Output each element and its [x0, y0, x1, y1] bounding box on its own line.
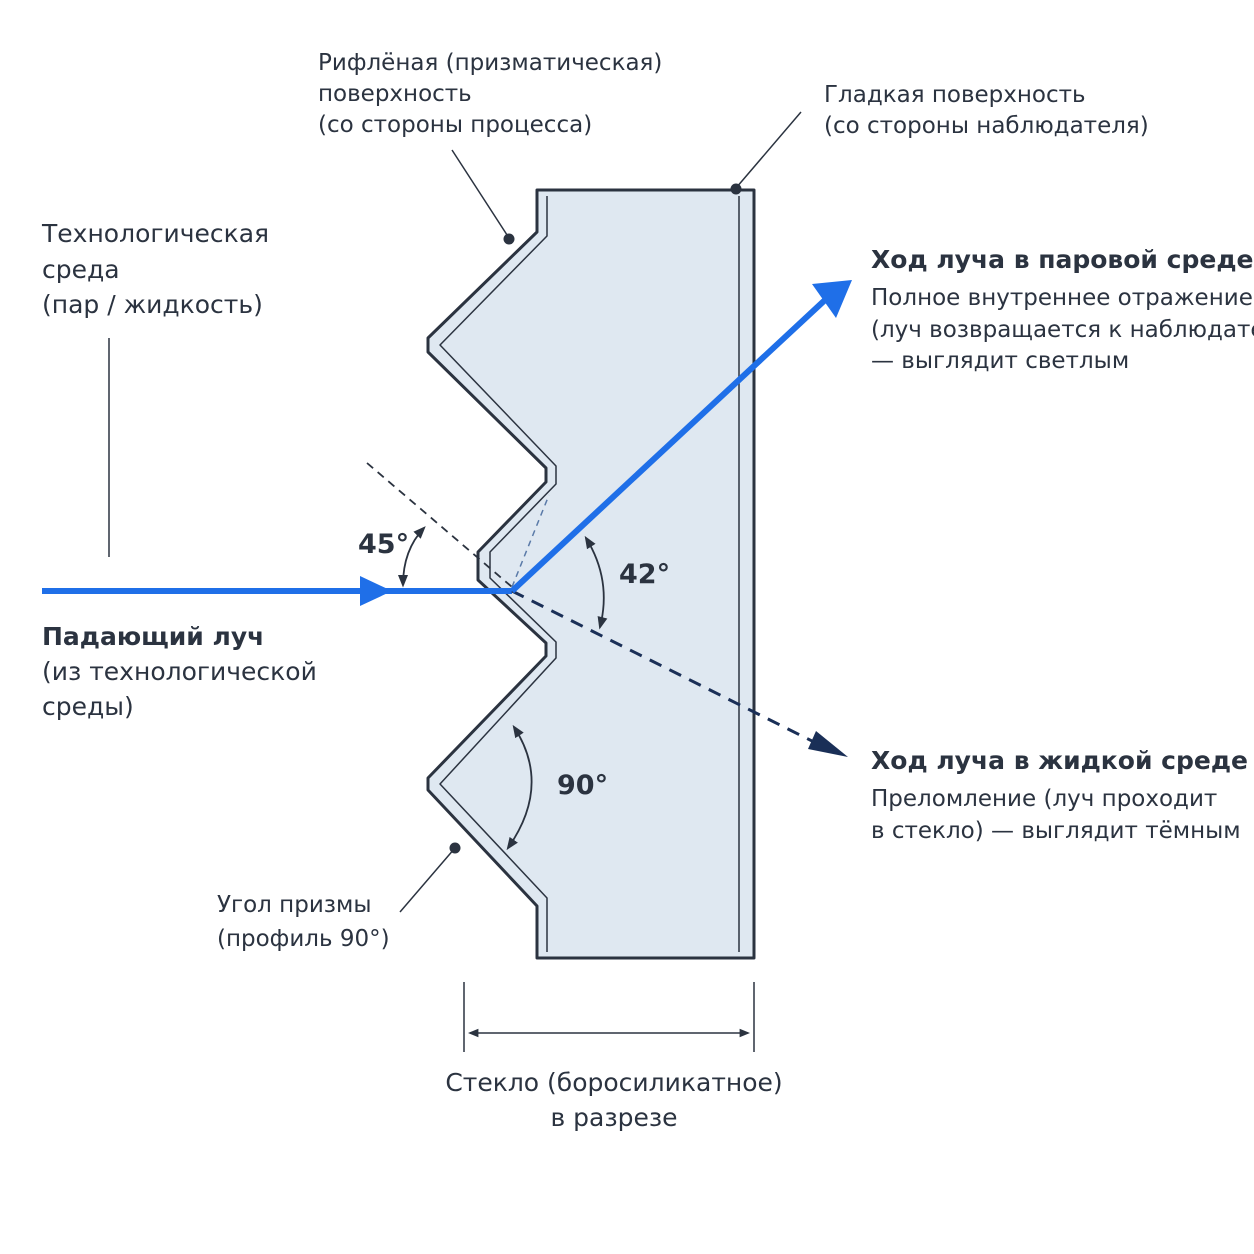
liquid-label: Ход луча в жидкой среде Преломление (луч…	[871, 746, 1248, 844]
facet-dashed-line	[511, 494, 550, 588]
vapor-ray-arrowhead	[812, 280, 852, 318]
svg-text:Гладкая поверхность: Гладкая поверхность	[824, 82, 1086, 108]
svg-text:Полное внутреннее отражение: Полное внутреннее отражение	[871, 285, 1253, 311]
incident-ray-label: Падающий луч (из технологической среды)	[42, 622, 317, 721]
svg-text:поверхность: поверхность	[318, 81, 472, 107]
svg-text:(со стороны процесса): (со стороны процесса)	[318, 112, 592, 138]
incident-ray-arrowhead	[360, 576, 392, 606]
glass-dimension: Стекло (боросиликатное) в разрезе	[445, 982, 783, 1132]
critical-angle-arc	[584, 535, 608, 630]
prism-angle-arc	[506, 724, 533, 851]
liquid-ray	[511, 589, 821, 747]
ribbed-surface-leader	[451, 149, 510, 239]
vapor-ray	[509, 297, 828, 594]
svg-text:Преломление (луч проходит: Преломление (луч проходит	[871, 786, 1217, 812]
smooth-surface-dot	[730, 183, 742, 195]
svg-text:(луч возвращается к наблюдател: (луч возвращается к наблюдателю)	[871, 317, 1254, 343]
liquid-ray-arrowhead	[808, 731, 848, 757]
svg-text:Ход луча в паровой среде: Ход луча в паровой среде	[871, 245, 1253, 274]
svg-text:Ход луча в жидкой среде: Ход луча в жидкой среде	[871, 746, 1248, 775]
vapor-label: Ход луча в паровой среде Полное внутренн…	[871, 245, 1254, 374]
svg-text:Угол призмы: Угол призмы	[217, 892, 372, 918]
glass-body	[426, 188, 756, 960]
leader-lines	[108, 111, 802, 913]
svg-text:в стекло) — выглядит тёмным: в стекло) — выглядит тёмным	[871, 818, 1241, 844]
svg-text:среды): среды)	[42, 692, 134, 721]
svg-text:(пар / жидкость): (пар / жидкость)	[42, 290, 263, 319]
prism-angle-dot	[449, 842, 461, 854]
glass-section	[426, 188, 756, 960]
ribbed-surface-dot	[503, 233, 515, 245]
glass-ribbed-inner-edge	[439, 196, 557, 952]
svg-text:Технологическая: Технологическая	[41, 219, 269, 248]
incidence-angle-arc	[397, 526, 426, 588]
ribbed-surface-label: Рифлёная (призматическая) поверхность (с…	[318, 50, 662, 138]
process-medium-label: Технологическая среда (пар / жидкость)	[41, 219, 269, 319]
smooth-surface-leader	[735, 111, 802, 189]
svg-text:(со стороны наблюдателя): (со стороны наблюдателя)	[824, 113, 1149, 139]
glass-label-line-1: Стекло (боросиликатное)	[445, 1068, 782, 1097]
angle-arcs	[397, 526, 608, 851]
svg-text:Падающий луч: Падающий луч	[42, 622, 264, 651]
reference-lines	[366, 462, 550, 588]
prism-angle-leader	[399, 847, 456, 913]
svg-text:Рифлёная (призматическая): Рифлёная (призматическая)	[318, 50, 662, 76]
prism-angle-value: 90°	[557, 770, 608, 801]
smooth-surface-label: Гладкая поверхность (со стороны наблюдат…	[824, 82, 1149, 139]
prism-angle-label: Угол призмы (профиль 90°)	[217, 892, 390, 952]
svg-text:(из технологической: (из технологической	[42, 657, 317, 686]
rays	[42, 280, 852, 757]
svg-text:(профиль 90°): (профиль 90°)	[217, 926, 390, 952]
incidence-angle-value: 45°	[358, 529, 409, 560]
normal-dashed-line	[366, 462, 513, 588]
svg-text:среда: среда	[42, 255, 120, 284]
critical-angle-value: 42°	[619, 559, 670, 590]
svg-text:— выглядит светлым: — выглядит светлым	[871, 348, 1129, 374]
glass-label-line-2: в разрезе	[550, 1103, 677, 1132]
